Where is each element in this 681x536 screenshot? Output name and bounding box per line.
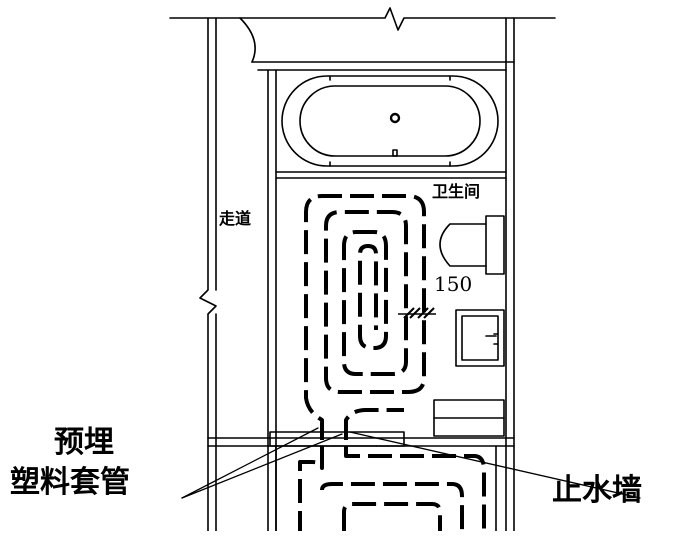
corridor-label: 走道: [219, 209, 252, 228]
bathtub-drain: [389, 112, 401, 124]
sleeve-label-line1: 预埋: [54, 425, 114, 460]
leader-sleeve-1: [181, 427, 319, 499]
heating-coil: [298, 194, 486, 531]
bathtub-inner: [299, 85, 481, 157]
toilet-tank: [485, 215, 505, 275]
lower-coil: [298, 446, 324, 531]
bathroom-label: 卫生间: [432, 182, 481, 201]
bathtub-outer: [281, 75, 499, 167]
sleeve-label-line2: 塑料套管: [10, 465, 130, 500]
sink-basin: [461, 315, 499, 361]
coil-return: [344, 408, 404, 440]
corridor-wall-outer: [199, 17, 217, 532]
pipe-spacing-label: 150: [434, 272, 473, 296]
sink-counter: [455, 309, 505, 367]
toilet-bowl: [439, 223, 487, 267]
water-stop-curb: [269, 431, 405, 447]
leader-water-stop: [349, 431, 641, 499]
leader-sleeve-2: [181, 433, 343, 499]
door-arc: [239, 17, 256, 63]
coil-outer: [304, 194, 426, 440]
spacing-ticks: [398, 307, 436, 319]
top-break-line: [169, 7, 556, 31]
water-stop-wall-label: 止水墙: [552, 473, 642, 508]
